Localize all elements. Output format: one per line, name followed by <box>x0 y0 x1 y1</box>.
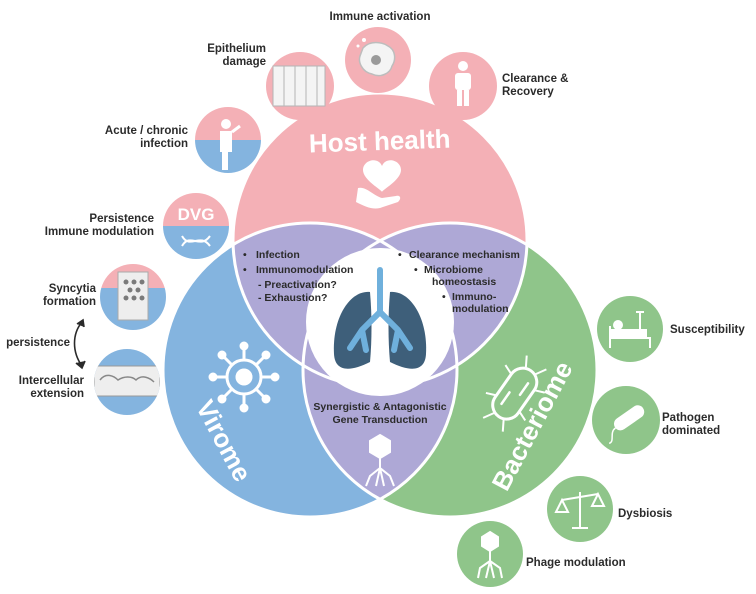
host-health-label: Host health <box>308 124 451 159</box>
dysbiosis-satellite <box>547 476 613 542</box>
pathogen-label-2: dominated <box>662 425 720 437</box>
epithelium-satellite <box>266 52 334 120</box>
svg-text:•: • <box>243 264 247 276</box>
immune-cell-satellite <box>345 27 411 93</box>
immuno-text: Immuno- <box>452 291 497 303</box>
syncytia-label-2: formation <box>43 296 96 308</box>
syncytia-satellite <box>100 264 166 330</box>
host-virome-text: • Infection • Immunomodulation - Preacti… <box>243 249 353 304</box>
phage-modulation-satellite <box>457 521 523 587</box>
immune-activation-label: Immune activation <box>330 11 431 23</box>
intercellular-label-2: extension <box>30 388 84 400</box>
modulation-text: modulation <box>452 303 509 315</box>
immunomodulation-text: Immunomodulation <box>256 264 353 276</box>
gene-transduction-text: Gene Transduction <box>332 414 427 426</box>
syncytia-label-1: Syncytia <box>49 283 97 295</box>
lungs-icon <box>333 267 427 369</box>
preactivation-text: - Preactivation? <box>258 279 337 291</box>
persistence-arrow-icon <box>73 318 86 370</box>
scale-icon <box>554 491 606 529</box>
phage-icon <box>365 433 395 487</box>
svg-text:•: • <box>442 291 446 303</box>
virome-bacteriome-text: Synergistic & Antagonistic Gene Transduc… <box>313 401 446 426</box>
cells-icon <box>94 365 160 397</box>
intercellular-satellite <box>94 349 160 415</box>
bacterium-icon <box>482 355 547 432</box>
pathogen-label-1: Pathogen <box>662 412 714 424</box>
heart-hand-icon <box>356 160 401 209</box>
clearance-label-1: Clearance & <box>502 73 568 85</box>
hospital-bed-icon <box>609 311 651 348</box>
epithelium-label-2: damage <box>223 56 266 68</box>
virus-icon <box>208 341 280 413</box>
dna-icon <box>181 235 211 247</box>
dvg-satellite: DVG <box>163 193 229 259</box>
dvg-text: DVG <box>178 205 215 224</box>
host-bacteriome-text: • Clearance mechanism • Microbiome homeo… <box>398 249 520 315</box>
susceptibility-label: Susceptibility <box>670 324 745 336</box>
coughing-person-icon <box>220 119 241 170</box>
acute-chronic-label-2: infection <box>140 138 188 150</box>
pathogen-satellite <box>592 386 660 454</box>
persistence-label-1: Persistence <box>89 213 154 225</box>
clearance-satellite <box>429 52 497 120</box>
clearance-label-2: Recovery <box>502 86 554 98</box>
svg-text:•: • <box>398 249 402 261</box>
acute-chronic-label-1: Acute / chronic <box>105 125 189 137</box>
clearance-mechanism-text: Clearance mechanism <box>409 249 520 261</box>
svg-text:•: • <box>414 264 418 276</box>
susceptibility-satellite <box>597 296 663 362</box>
pathogen-icon <box>608 405 645 445</box>
persistence-arrow-label: persistence <box>6 337 70 349</box>
acute-chronic-satellite <box>195 107 261 173</box>
microbiome-text: Microbiome <box>424 264 483 276</box>
person-icon <box>455 61 471 106</box>
homeostasis-text: homeostasis <box>432 276 496 288</box>
phage-modulation-label: Phage modulation <box>526 557 626 569</box>
svg-text:•: • <box>243 249 247 261</box>
intercellular-label-1: Intercellular <box>19 375 85 387</box>
infection-text: Infection <box>256 249 300 261</box>
phage-modulation-icon <box>477 530 503 579</box>
epithelium-icon <box>272 65 326 107</box>
epithelium-label-1: Epithelium <box>207 43 266 55</box>
persistence-label-2: Immune modulation <box>45 226 154 238</box>
synergistic-text: Synergistic & Antagonistic <box>313 401 446 413</box>
dysbiosis-label: Dysbiosis <box>618 508 672 520</box>
exhaustion-text: - Exhaustion? <box>258 292 327 304</box>
